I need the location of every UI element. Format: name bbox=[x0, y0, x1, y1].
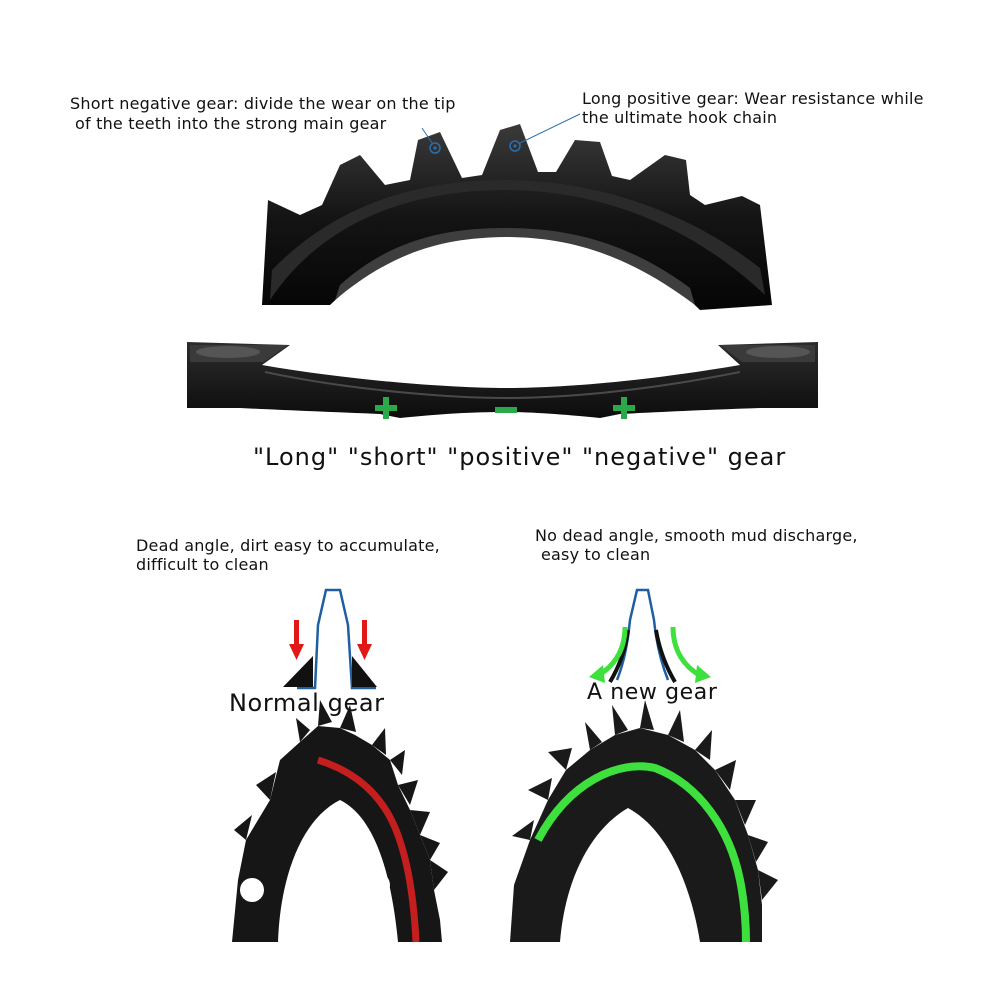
right-note-line1: No dead angle, smooth mud discharge, bbox=[535, 526, 858, 545]
right-note-line2: easy to clean bbox=[541, 545, 651, 564]
down-arrow-icon bbox=[357, 620, 372, 660]
new-gear-label: A new gear bbox=[587, 680, 718, 705]
curved-arrow-icon bbox=[670, 626, 711, 683]
plus-sign-icon bbox=[613, 397, 635, 419]
plus-sign-icon bbox=[375, 397, 397, 419]
down-arrow-icon bbox=[289, 620, 304, 660]
curved-arrow-icon bbox=[589, 626, 628, 683]
left-note-line2: difficult to clean bbox=[136, 555, 269, 574]
left-note-line1: Dead angle, dirt easy to accumulate, bbox=[136, 536, 440, 555]
short-negative-annotation-line2: of the teeth into the strong main gear bbox=[75, 114, 387, 133]
long-positive-annotation-line2: the ultimate hook chain bbox=[582, 108, 778, 127]
headline: "Long" "short" "positive" "negative" gea… bbox=[253, 443, 787, 471]
long-positive-annotation-line1: Long positive gear: Wear resistance whil… bbox=[582, 89, 924, 108]
short-negative-annotation-line1: Short negative gear: divide the wear on … bbox=[70, 94, 456, 113]
normal-gear-label: Normal gear bbox=[229, 689, 385, 717]
minus-sign-icon bbox=[495, 407, 517, 413]
